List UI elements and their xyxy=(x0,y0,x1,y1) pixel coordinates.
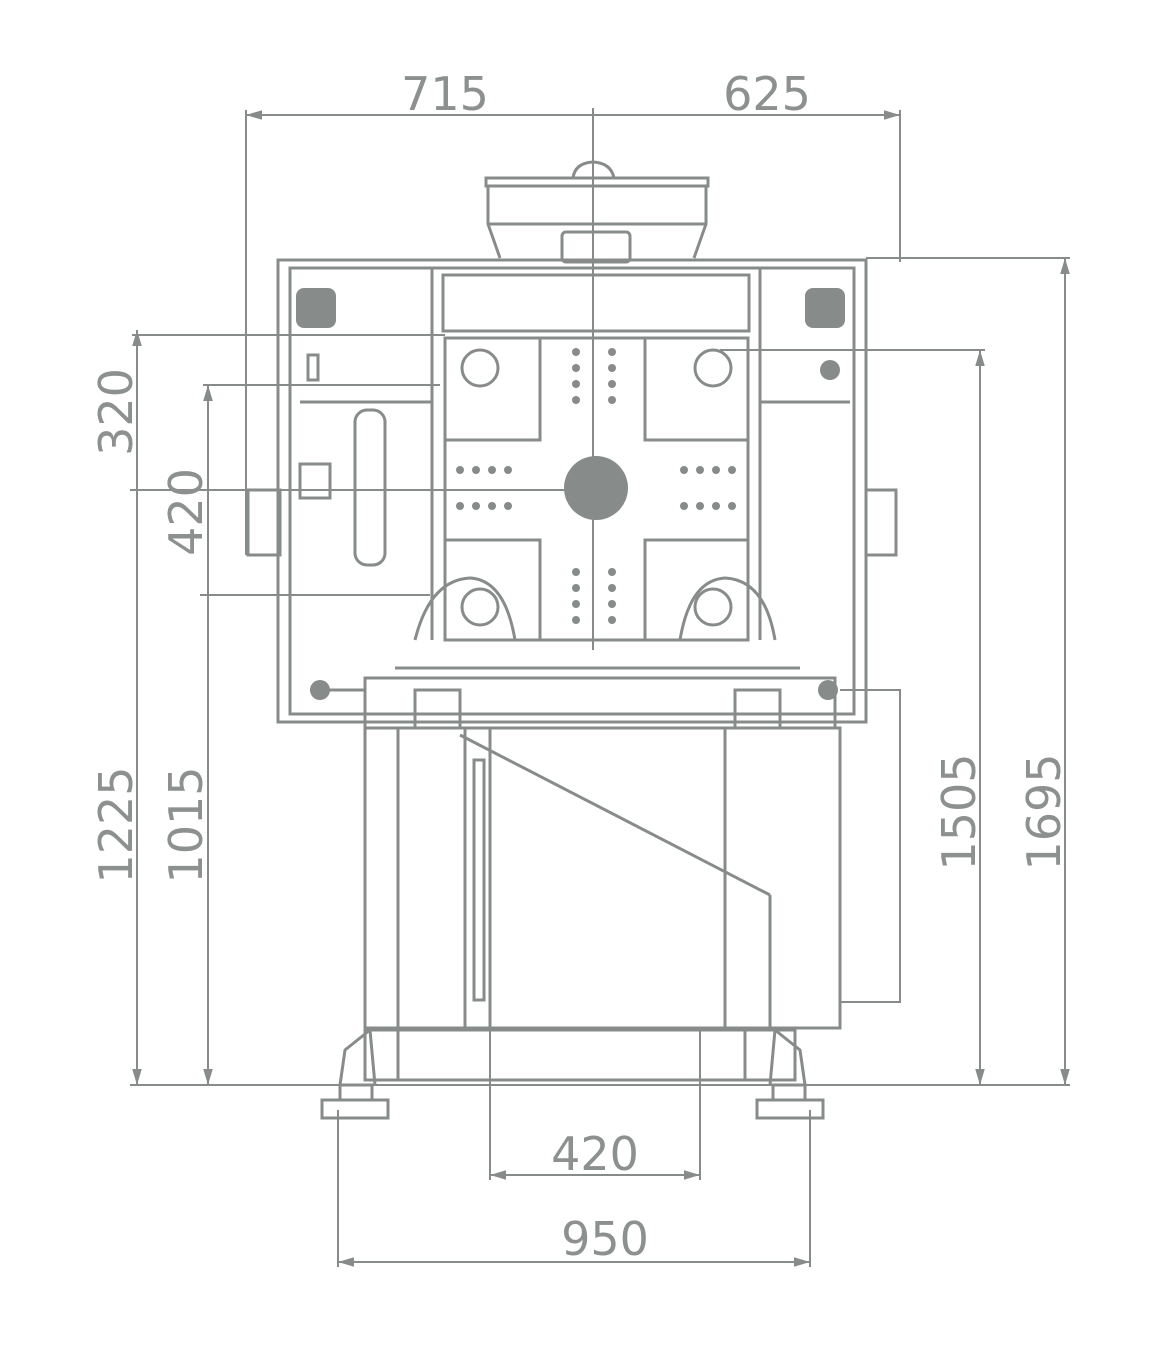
dim-label-420-vertical: 420 xyxy=(159,468,213,556)
dim-label-1225: 1225 xyxy=(89,766,143,883)
dim-label-1505: 1505 xyxy=(932,753,986,870)
dimension-lines xyxy=(130,108,1070,1267)
dim-label-1695: 1695 xyxy=(1017,753,1071,870)
lower-cabinet xyxy=(310,676,842,1082)
cross-plate xyxy=(395,336,800,670)
dim-label-625: 625 xyxy=(723,67,811,121)
dim-label-420-horizontal: 420 xyxy=(551,1127,639,1181)
dim-label-950: 950 xyxy=(561,1212,649,1266)
upper-frame xyxy=(246,258,898,724)
dim-label-715: 715 xyxy=(401,67,489,121)
leveling-feet xyxy=(320,1027,825,1120)
dim-label-1015: 1015 xyxy=(159,766,213,883)
dim-label-320: 320 xyxy=(89,368,143,456)
hopper xyxy=(484,160,710,264)
